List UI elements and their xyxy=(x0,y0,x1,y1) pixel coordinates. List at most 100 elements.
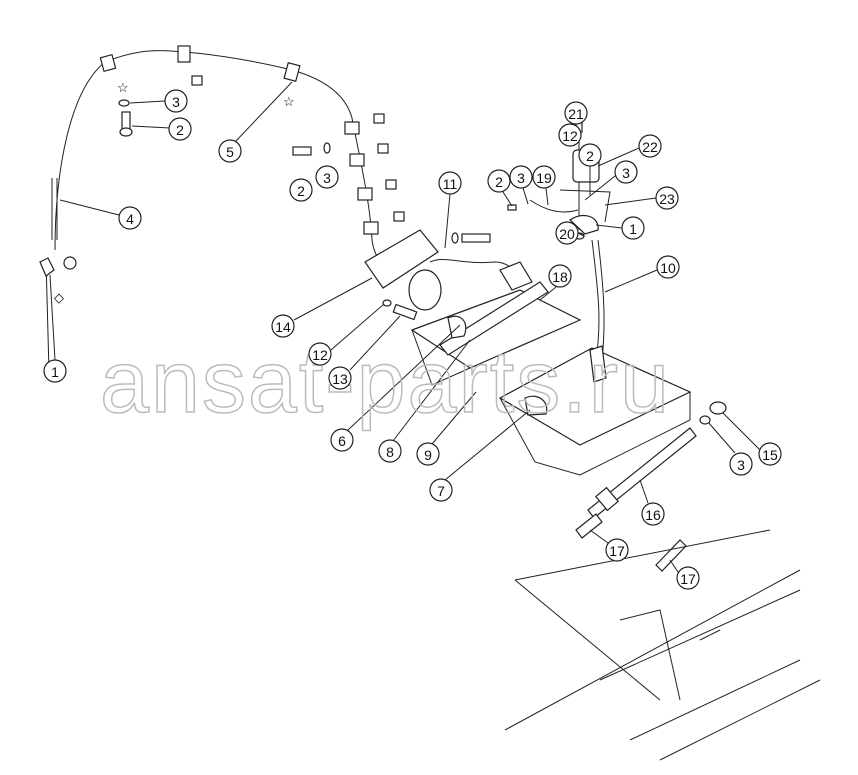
callout-label: 12 xyxy=(312,347,328,363)
callout-1: 1 xyxy=(43,359,67,383)
callout-2: 2 xyxy=(168,117,192,141)
callout-label: 18 xyxy=(552,269,568,285)
callout-19: 19 xyxy=(532,165,556,189)
callout-13: 13 xyxy=(328,366,352,390)
vehicle-frame xyxy=(504,529,821,761)
bolts xyxy=(118,99,491,321)
callout-label: 8 xyxy=(386,444,394,460)
callout-label: 7 xyxy=(437,483,445,499)
callout-circle xyxy=(729,452,753,476)
callout-3: 3 xyxy=(315,165,339,189)
callout-14: 14 xyxy=(271,314,295,338)
callout-circle xyxy=(308,342,332,366)
callout-17: 17 xyxy=(605,538,629,562)
callout-label: 2 xyxy=(176,122,184,138)
callout-circle xyxy=(487,169,511,193)
callout-3: 3 xyxy=(509,165,533,189)
callout-label: 17 xyxy=(609,543,625,559)
callout-label: 16 xyxy=(645,507,661,523)
callout-label: 1 xyxy=(629,221,637,237)
star-icon: ☆ xyxy=(283,94,295,109)
callout-circle xyxy=(43,359,67,383)
callout-12: 12 xyxy=(558,123,582,147)
callout-label: 2 xyxy=(297,183,305,199)
callout-circle xyxy=(638,134,662,158)
callout-8: 8 xyxy=(378,439,402,463)
callout-5: 5 xyxy=(218,139,242,163)
callout-15: 15 xyxy=(758,442,782,466)
callout-label: 2 xyxy=(495,174,503,190)
callout-label: 12 xyxy=(562,128,578,144)
callout-label: 13 xyxy=(332,371,348,387)
callout-circle xyxy=(532,165,556,189)
callout-circle xyxy=(271,314,295,338)
callout-23: 23 xyxy=(655,186,679,210)
starter-relay xyxy=(364,229,439,289)
callout-circle xyxy=(605,538,629,562)
callout-label: 14 xyxy=(275,319,291,335)
callout-21: 21 xyxy=(564,101,588,125)
leader-lines xyxy=(49,81,761,573)
callout-4: 4 xyxy=(118,206,142,230)
watermark: ansat-parts.ru xyxy=(100,332,671,431)
legend-symbols: ☆ ☆ ◇ xyxy=(54,75,405,305)
callout-circle xyxy=(328,366,352,390)
callout-label: 1 xyxy=(51,364,59,380)
callout-circle xyxy=(564,101,588,125)
callout-circle xyxy=(656,255,680,279)
callout-2: 2 xyxy=(289,178,313,202)
callout-circle xyxy=(578,143,602,167)
callout-label: 3 xyxy=(737,457,745,473)
callout-circle xyxy=(118,206,142,230)
callout-7: 7 xyxy=(429,478,453,502)
callout-circle xyxy=(558,123,582,147)
callout-circle xyxy=(655,186,679,210)
callout-circle xyxy=(168,117,192,141)
callout-circle xyxy=(548,264,572,288)
callout-circle xyxy=(164,89,188,113)
callout-20: 20 xyxy=(555,221,579,245)
callout-2: 2 xyxy=(487,169,511,193)
callout-label: 17 xyxy=(680,571,696,587)
callout-18: 18 xyxy=(548,264,572,288)
square-icon xyxy=(191,75,203,86)
callout-circle xyxy=(509,165,533,189)
callout-circle xyxy=(676,566,700,590)
callout-circle xyxy=(289,178,313,202)
callout-3: 3 xyxy=(729,452,753,476)
callout-6: 6 xyxy=(330,428,354,452)
battery-cable-harness xyxy=(54,50,389,269)
callout-circle xyxy=(429,478,453,502)
callout-label: 15 xyxy=(762,447,778,463)
callout-label: 10 xyxy=(660,260,676,276)
wire-clips xyxy=(99,45,379,235)
callout-22: 22 xyxy=(638,134,662,158)
callout-circle xyxy=(438,171,462,195)
callout-12: 12 xyxy=(308,342,332,366)
callout-label: 5 xyxy=(226,144,234,160)
callout-10: 10 xyxy=(656,255,680,279)
callout-circle xyxy=(758,442,782,466)
battery-hold-down-bar xyxy=(439,281,549,356)
callout-circle xyxy=(641,502,665,526)
diamond-icon: ◇ xyxy=(54,290,64,305)
callout-16: 16 xyxy=(641,502,665,526)
callout-9: 9 xyxy=(416,442,440,466)
callout-2: 2 xyxy=(578,143,602,167)
callout-label: 3 xyxy=(622,165,630,181)
hold-down-bracket xyxy=(587,427,697,519)
callout-label: 3 xyxy=(323,170,331,186)
callout-circle xyxy=(315,165,339,189)
callout-label: 3 xyxy=(172,94,180,110)
callout-label: 9 xyxy=(424,447,432,463)
callout-label: 23 xyxy=(659,191,675,207)
callout-label: 20 xyxy=(559,226,575,242)
callout-label: 3 xyxy=(517,170,525,186)
callout-label: 11 xyxy=(443,176,458,192)
callout-1: 1 xyxy=(621,216,645,240)
callout-label: 4 xyxy=(126,211,134,227)
callout-label: 19 xyxy=(536,170,552,186)
callout-circle xyxy=(614,160,638,184)
callout-label: 21 xyxy=(568,106,584,122)
